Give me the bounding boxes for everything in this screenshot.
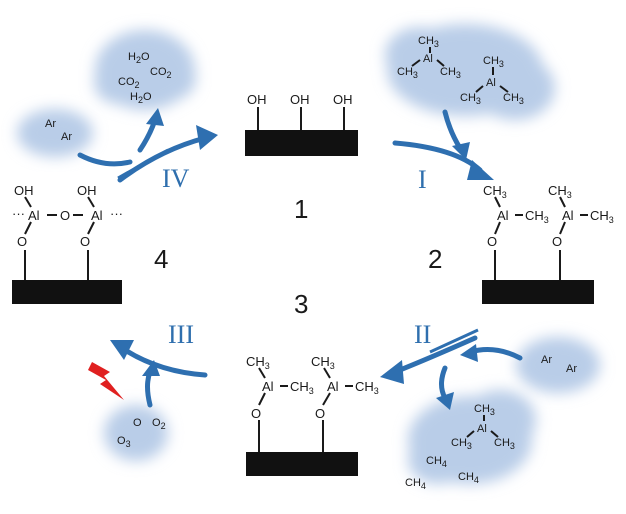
svg-text:Ar: Ar	[566, 363, 577, 375]
cloud-products-ii-text: CH3 Al CH3 CH3 CH4 CH4 CH4	[405, 403, 515, 491]
arrow-step-i	[392, 140, 494, 180]
svg-text:OH: OH	[14, 183, 34, 198]
arrow-ar-in-iv	[77, 152, 133, 167]
cloud-ar-bottom-right	[516, 337, 600, 393]
cloud-products-iv-text: H2O CO2 CO2 H2O	[118, 51, 172, 105]
svg-text:Al: Al	[91, 208, 103, 223]
cloud-ozone	[104, 405, 168, 461]
svg-text:CH3: CH3	[548, 183, 572, 200]
svg-text:CH3: CH3	[590, 208, 614, 225]
cloud-products-iv	[94, 30, 196, 110]
svg-text:OH: OH	[77, 183, 97, 198]
cloud-ar-top-left-text: Ar Ar	[45, 118, 72, 143]
svg-text:CO2: CO2	[150, 66, 172, 80]
svg-text:O: O	[487, 234, 497, 249]
svg-text:H2O: H2O	[128, 51, 150, 65]
svg-text:CH3: CH3	[246, 354, 270, 371]
cloud-tma-top-right	[385, 24, 555, 120]
cloud-products-ii	[408, 390, 536, 484]
svg-text:CH3: CH3	[460, 92, 481, 106]
svg-text:CH3: CH3	[494, 437, 515, 451]
svg-text:O: O	[251, 406, 261, 421]
svg-text:CH3: CH3	[483, 55, 504, 69]
svg-text:CH3: CH3	[503, 92, 524, 106]
svg-text:Ar: Ar	[45, 118, 56, 130]
step-label-iv: IV	[162, 164, 190, 193]
svg-text:CO2: CO2	[118, 76, 140, 90]
svg-text:CH3: CH3	[474, 403, 495, 417]
arrow-tma-in-i	[442, 109, 470, 160]
svg-text:CH3: CH3	[311, 354, 335, 371]
svg-text:Al: Al	[477, 423, 487, 435]
svg-text:CH3: CH3	[483, 183, 507, 200]
svg-text:O: O	[133, 417, 142, 429]
lightning-icon	[88, 362, 124, 400]
svg-text:O: O	[315, 406, 325, 421]
substrate	[482, 280, 594, 304]
state-3-surface: O Al CH3 CH3 O Al CH3 CH3	[246, 354, 379, 476]
state-1-surface: OH OH OH	[245, 92, 358, 156]
step-label-i: I	[418, 165, 427, 194]
svg-text:Al: Al	[497, 208, 509, 223]
svg-text:Al: Al	[28, 208, 40, 223]
svg-text:CH3: CH3	[290, 379, 314, 396]
svg-text:···: ···	[12, 206, 25, 221]
svg-text:O2: O2	[152, 417, 166, 431]
state-number-4: 4	[154, 244, 168, 274]
step-label-iii: III	[168, 320, 194, 349]
svg-text:Ar: Ar	[541, 354, 552, 366]
state-number-3: 3	[294, 289, 308, 319]
svg-text:O: O	[80, 234, 90, 249]
svg-text:OH: OH	[290, 92, 310, 107]
svg-text:OH: OH	[333, 92, 353, 107]
svg-text:OH: OH	[247, 92, 267, 107]
svg-text:CH3: CH3	[397, 66, 418, 80]
svg-text:CH3: CH3	[440, 66, 461, 80]
svg-text:O: O	[17, 234, 27, 249]
svg-text:O: O	[552, 234, 562, 249]
svg-text:CH3: CH3	[451, 437, 472, 451]
arrow-step-iii	[110, 340, 208, 378]
state-2-surface: O Al CH3 CH3 O Al CH3 CH3	[482, 183, 614, 304]
cloud-ar-top-left	[17, 109, 93, 157]
substrate	[12, 280, 122, 304]
arrow-ar-in-ii	[460, 344, 523, 362]
svg-text:Ar: Ar	[61, 131, 72, 143]
svg-text:CH4: CH4	[426, 455, 447, 469]
svg-text:···: ···	[110, 206, 123, 221]
arrow-products-out-iv	[137, 108, 164, 153]
arrow-ozone-in-iii	[142, 360, 160, 408]
svg-text:H2O: H2O	[130, 91, 152, 105]
cloud-ozone-text: O O2 O3	[117, 417, 166, 449]
state-4-surface: O Al OH ··· O O Al OH ···	[12, 183, 123, 304]
svg-text:CH3: CH3	[355, 379, 379, 396]
cloud-tma-text: CH3 Al CH3 CH3 CH3 Al CH3 CH3	[397, 35, 524, 106]
svg-text:Al: Al	[486, 77, 496, 89]
svg-text:CH4: CH4	[405, 477, 426, 491]
svg-text:O: O	[60, 208, 70, 223]
state-number-1: 1	[294, 194, 308, 224]
svg-text:Al: Al	[423, 53, 433, 65]
svg-text:Al: Al	[327, 379, 339, 394]
substrate	[245, 130, 358, 156]
svg-text:O3: O3	[117, 435, 131, 449]
arrow-products-out-ii	[436, 365, 454, 410]
state-number-2: 2	[428, 244, 442, 274]
svg-text:Al: Al	[262, 379, 274, 394]
svg-text:CH4: CH4	[458, 471, 479, 485]
substrate	[246, 452, 358, 476]
arrow-step-ii	[380, 335, 478, 384]
svg-text:CH3: CH3	[418, 35, 439, 49]
svg-text:CH3: CH3	[525, 208, 549, 225]
step-label-ii: II	[414, 320, 431, 349]
svg-text:Al: Al	[562, 208, 574, 223]
cloud-ar-bottom-right-text: Ar Ar	[541, 354, 577, 375]
